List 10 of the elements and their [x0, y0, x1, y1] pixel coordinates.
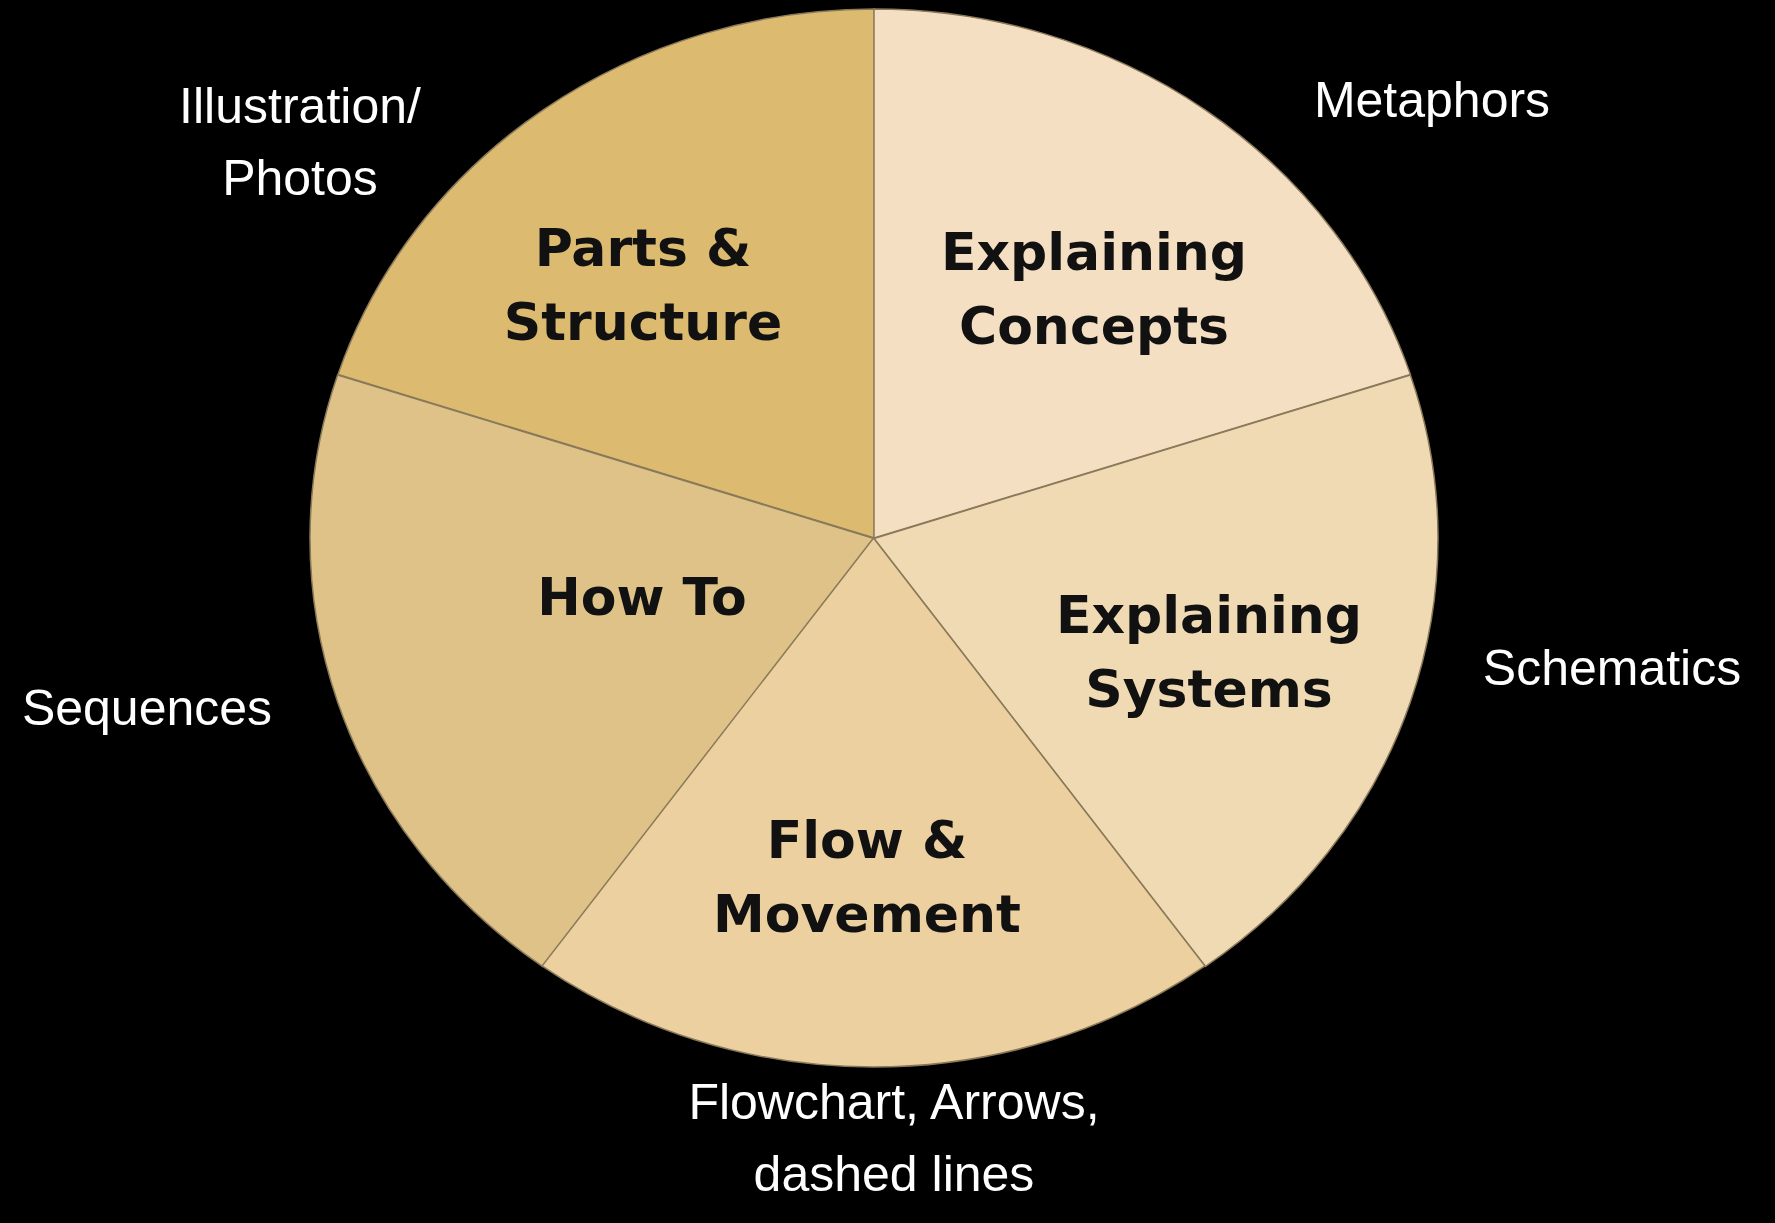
slice-label: Explaining Concepts: [939, 221, 1249, 358]
outer-label: Sequences: [20, 679, 274, 738]
slice-label: Explaining Systems: [1054, 584, 1364, 721]
outer-label: Illustration/ Photos: [178, 77, 422, 208]
outer-label: Metaphors: [1312, 71, 1552, 130]
outer-label: Schematics: [1481, 639, 1743, 698]
slice-label: Parts & Structure: [502, 217, 784, 354]
outer-label: Flowchart, Arrows, dashed lines: [687, 1073, 1101, 1204]
slice-label: How To: [536, 566, 748, 629]
slice-label: Flow & Movement: [712, 809, 1022, 946]
